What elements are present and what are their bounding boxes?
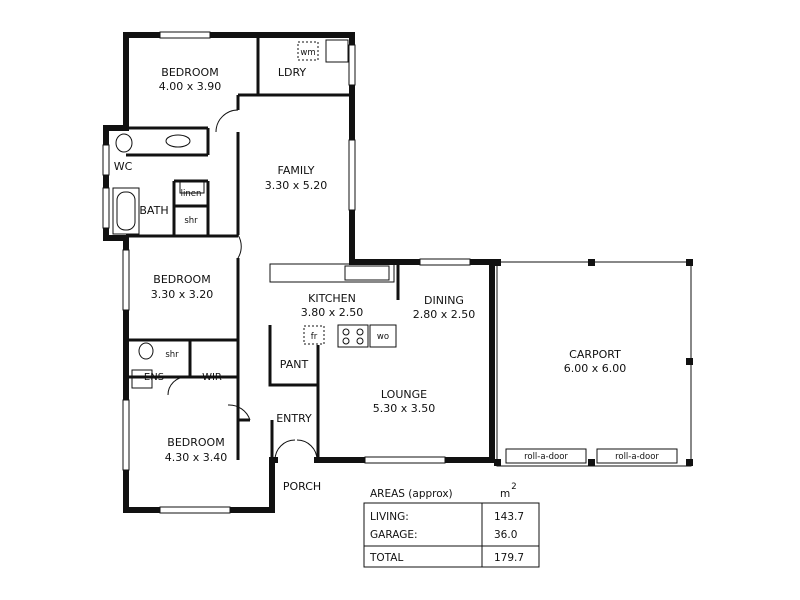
family-name: FAMILY bbox=[278, 164, 315, 177]
pantry-name: PANT bbox=[280, 358, 309, 371]
bedroom3-dims: 4.30 x 3.40 bbox=[165, 451, 228, 464]
areas-row-2-label: GARAGE: bbox=[370, 529, 418, 541]
kitchen-dims: 3.80 x 2.50 bbox=[301, 306, 364, 319]
areas-unit: m bbox=[500, 488, 510, 500]
shower1-name: shr bbox=[184, 216, 198, 226]
areas-title: AREAS (approx) bbox=[370, 488, 453, 500]
dining-name: DINING bbox=[424, 294, 464, 307]
areas-total-value: 179.7 bbox=[494, 552, 524, 564]
areas-total-label: TOTAL bbox=[369, 552, 403, 564]
areas-row-2-value: 36.0 bbox=[494, 529, 517, 541]
areas-table: AREAS (approx) m 2 LIVING: 143.7 GARAGE:… bbox=[363, 482, 540, 568]
linen-name: linen bbox=[181, 189, 202, 199]
entry-name: ENTRY bbox=[276, 412, 312, 425]
wc-name: WC bbox=[114, 160, 133, 173]
kitchen-name: KITCHEN bbox=[308, 292, 356, 305]
carport-roll-a-door-2: roll-a-door bbox=[615, 452, 659, 462]
laundry-name: LDRY bbox=[278, 66, 307, 79]
ensuite-name: ENS bbox=[144, 372, 164, 383]
lounge-name: LOUNGE bbox=[381, 388, 427, 401]
kitchen-wo: wo bbox=[377, 332, 389, 342]
bedroom2-name: BEDROOM bbox=[153, 273, 210, 286]
carport-dims: 6.00 x 6.00 bbox=[564, 362, 627, 375]
bedroom2-dims: 3.30 x 3.20 bbox=[151, 288, 214, 301]
areas-row-1-value: 143.7 bbox=[494, 511, 524, 523]
interior-walls bbox=[126, 35, 400, 460]
laundry-wm: wm bbox=[300, 48, 315, 58]
bedroom1-name: BEDROOM bbox=[161, 66, 218, 79]
areas-unit-sup: 2 bbox=[511, 482, 516, 492]
porch-name: PORCH bbox=[283, 480, 321, 493]
carport-roll-a-door-1: roll-a-door bbox=[524, 452, 568, 462]
areas-row-1-label: LIVING: bbox=[370, 511, 409, 523]
lounge-dims: 5.30 x 3.50 bbox=[373, 402, 436, 415]
carport-name: CARPORT bbox=[569, 348, 621, 361]
door-swings bbox=[167, 109, 318, 461]
bath-name: BATH bbox=[139, 204, 168, 217]
wir-name: WIR bbox=[202, 372, 222, 383]
dining-dims: 2.80 x 2.50 bbox=[413, 308, 476, 321]
windows bbox=[102, 31, 471, 514]
family-dims: 3.30 x 5.20 bbox=[265, 179, 328, 192]
shower2-name: shr bbox=[165, 350, 179, 360]
bedroom3-name: BEDROOM bbox=[167, 436, 224, 449]
fixtures bbox=[112, 39, 397, 389]
bedroom1-dims: 4.00 x 3.90 bbox=[159, 80, 222, 93]
kitchen-fridge: fr bbox=[311, 332, 318, 342]
carport-structure bbox=[494, 259, 693, 467]
